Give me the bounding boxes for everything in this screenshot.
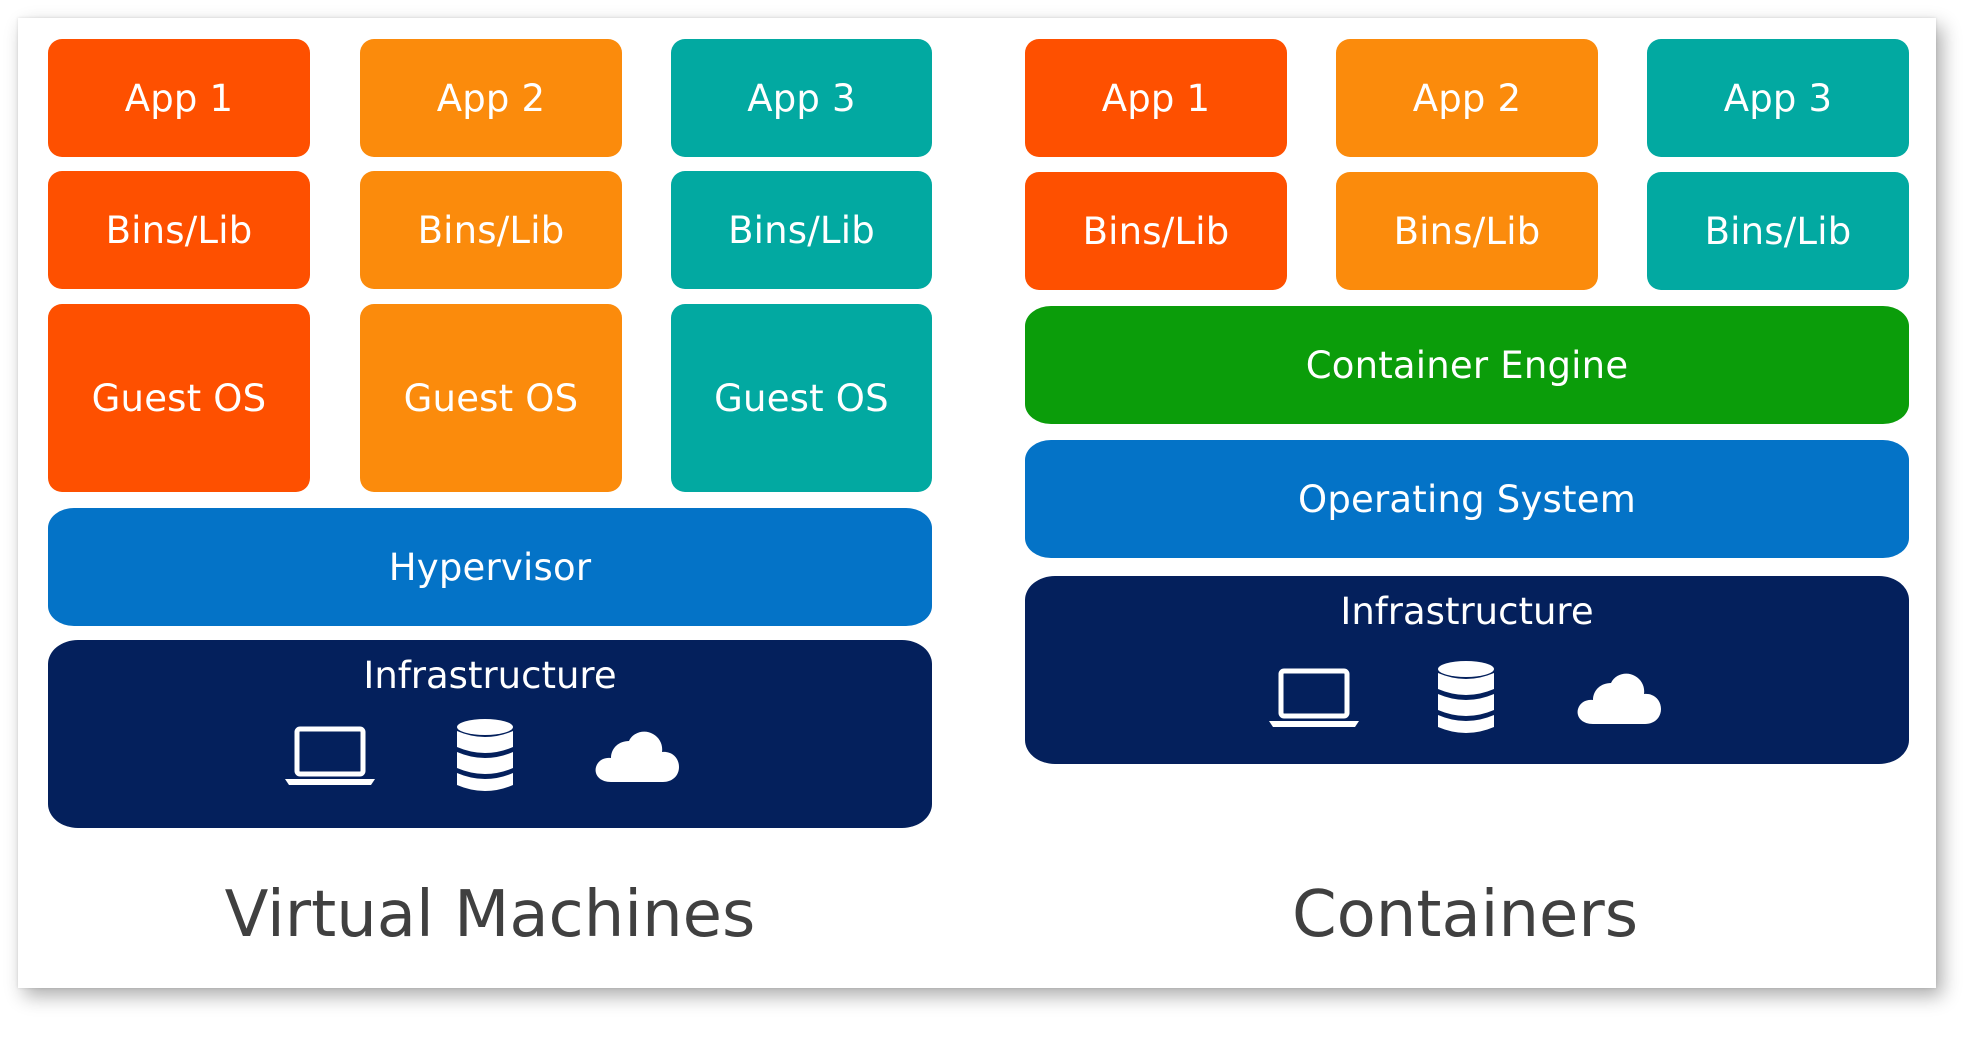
vm-guest-os-2-block: Guest OS bbox=[360, 304, 622, 492]
vm-guest-os-3-block: Guest OS bbox=[671, 304, 932, 492]
container-app-1-block: App 1 bbox=[1025, 39, 1287, 157]
containers-caption: Containers bbox=[1291, 878, 1639, 952]
hypervisor-bar: Hypervisor bbox=[48, 508, 932, 626]
container-bins-lib-3-block: Bins/Lib bbox=[1647, 172, 1909, 290]
container-engine-bar: Container Engine bbox=[1025, 306, 1909, 424]
vm-guest-os-1-block: Guest OS bbox=[48, 304, 310, 492]
laptop-icon bbox=[1269, 668, 1359, 727]
container-infrastructure-block: Infrastructure bbox=[1025, 576, 1909, 764]
container-bins-lib-2-block: Bins/Lib bbox=[1336, 172, 1598, 290]
vm-app-2-block: App 2 bbox=[360, 39, 622, 157]
database-icon bbox=[1438, 661, 1494, 733]
container-app-3-block: App 3 bbox=[1647, 39, 1909, 157]
vm-infrastructure-label: Infrastructure bbox=[363, 654, 617, 697]
vm-bins-lib-3-block: Bins/Lib bbox=[671, 171, 932, 289]
vm-bins-lib-2-block: Bins/Lib bbox=[360, 171, 622, 289]
vm-app-1-block: App 1 bbox=[48, 39, 310, 157]
vm-infrastructure-block: Infrastructure bbox=[48, 640, 932, 828]
operating-system-bar: Operating System bbox=[1025, 440, 1909, 558]
cloud-icon bbox=[1577, 673, 1661, 724]
laptop-icon bbox=[285, 726, 375, 785]
vm-app-3-block: App 3 bbox=[671, 39, 932, 157]
cloud-icon bbox=[595, 731, 679, 782]
container-infrastructure-label: Infrastructure bbox=[1340, 590, 1594, 633]
vm-bins-lib-1-block: Bins/Lib bbox=[48, 171, 310, 289]
vm-caption: Virtual Machines bbox=[224, 878, 756, 952]
container-app-2-block: App 2 bbox=[1336, 39, 1598, 157]
container-bins-lib-1-block: Bins/Lib bbox=[1025, 172, 1287, 290]
database-icon bbox=[457, 719, 513, 791]
